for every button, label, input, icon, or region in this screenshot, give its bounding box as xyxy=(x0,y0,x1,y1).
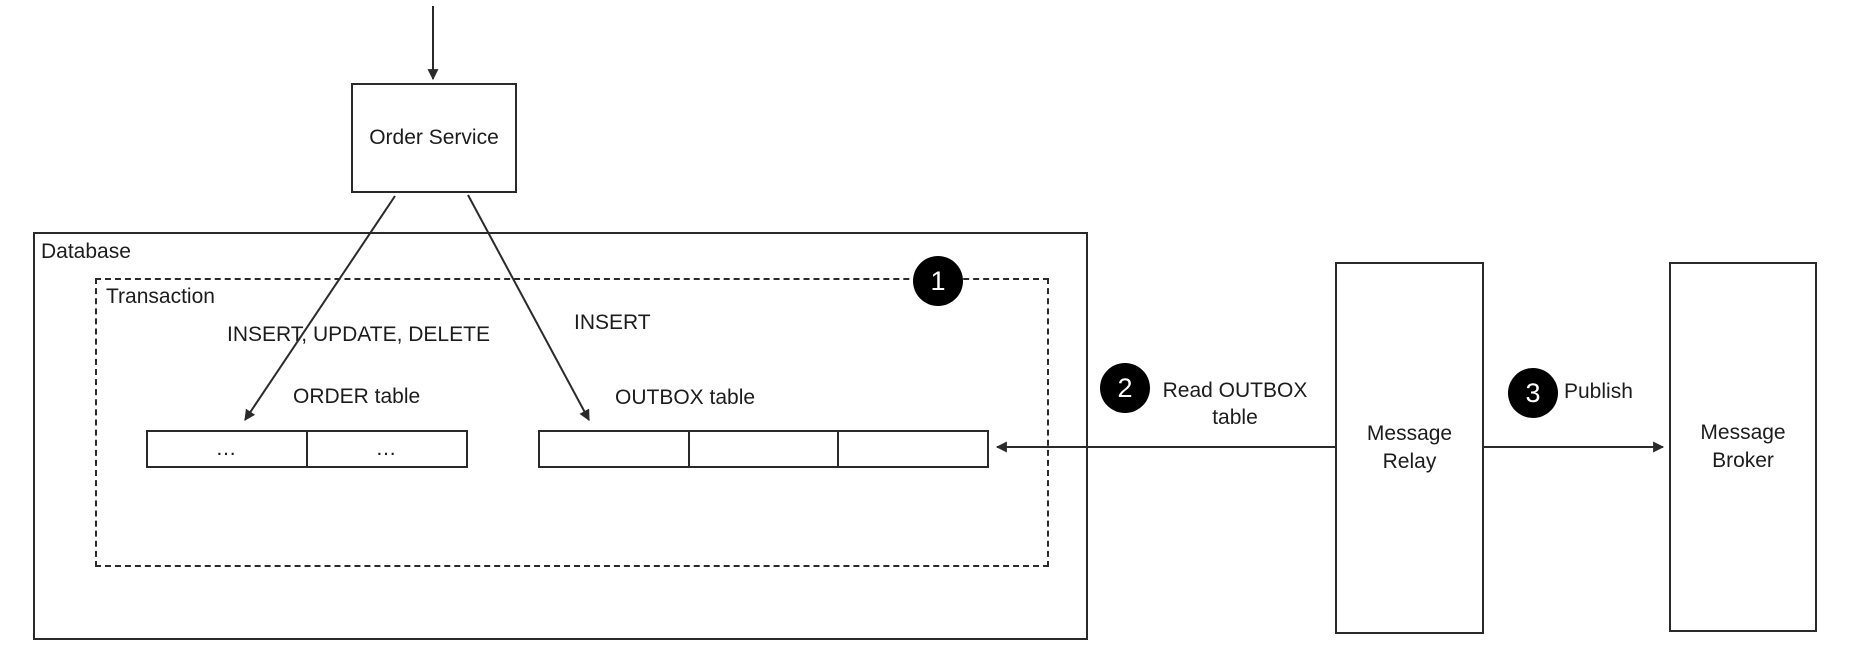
outbox-table-cell xyxy=(837,432,987,466)
order-table-cell: … xyxy=(215,437,239,460)
step-badge-2: 2 xyxy=(1100,363,1150,413)
message-relay-label: Message Relay xyxy=(1366,422,1453,473)
publish-edge-label: Publish xyxy=(1564,380,1633,403)
step-badge-1: 1 xyxy=(913,256,963,306)
step-badge-3-number: 3 xyxy=(1525,377,1541,408)
read-outbox-edge-label: Read OUTBOX table xyxy=(1162,379,1308,429)
database-label: Database xyxy=(41,240,131,263)
step-badge-1-number: 1 xyxy=(930,265,946,296)
order-service-label: Order Service xyxy=(369,126,499,149)
order-table-title: ORDER table xyxy=(293,385,421,408)
message-broker-node: Message Broker xyxy=(1669,262,1817,632)
step-badge-2-number: 2 xyxy=(1117,372,1133,403)
outbox-table xyxy=(538,430,989,468)
order-table: … … xyxy=(146,430,468,468)
outbox-table-title: OUTBOX table xyxy=(615,386,756,409)
outbox-table-cell xyxy=(540,432,688,466)
outbox-insert-edge-label: INSERT xyxy=(574,311,651,334)
order-ops-edge-label: INSERT, UPDATE, DELETE xyxy=(227,323,490,346)
order-service-node: Order Service xyxy=(351,83,517,193)
order-table-cell: … xyxy=(306,432,466,466)
outbox-table-cell xyxy=(687,432,838,466)
message-broker-label: Message Broker xyxy=(1700,421,1786,472)
transaction-label: Transaction xyxy=(106,285,215,308)
step-badge-3: 3 xyxy=(1508,368,1558,418)
message-relay-node: Message Relay xyxy=(1335,262,1484,634)
